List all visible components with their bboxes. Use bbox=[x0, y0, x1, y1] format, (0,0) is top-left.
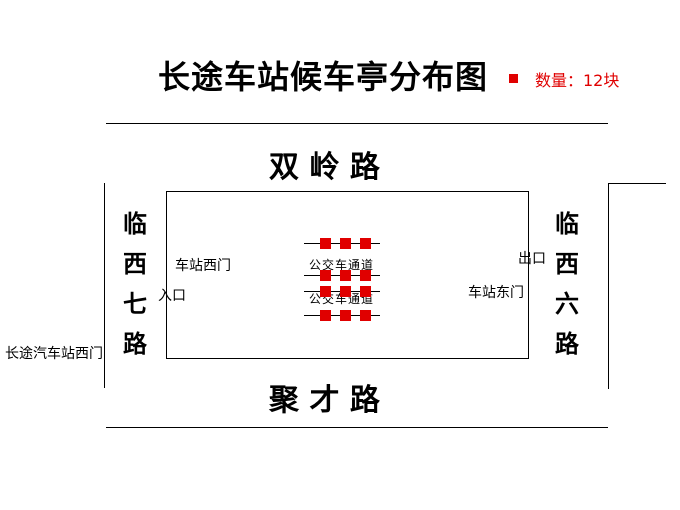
shelter-block bbox=[340, 310, 351, 321]
shelter-block bbox=[320, 310, 331, 321]
east-gate-label: 车站东门 bbox=[468, 285, 524, 301]
shelter-block bbox=[360, 270, 371, 281]
outside-gate-label: 长途汽车站西门 bbox=[5, 346, 103, 362]
bus-lane-label: 公交车通道 bbox=[309, 258, 375, 272]
east-road-name: 临西六路 bbox=[555, 209, 579, 358]
south-road-name: 聚 才 路 bbox=[269, 383, 380, 418]
shelter-block bbox=[340, 238, 351, 249]
shelter-block bbox=[340, 270, 351, 281]
page-title: 长途车站候车亭分布图 bbox=[158, 58, 489, 96]
shelter-block bbox=[320, 286, 331, 297]
legend-swatch bbox=[509, 74, 518, 83]
north-road-line bbox=[106, 123, 608, 124]
shelter-block bbox=[360, 286, 371, 297]
shelter-block bbox=[340, 286, 351, 297]
east-road-corner-line bbox=[608, 183, 666, 184]
entrance-label: 入口 bbox=[158, 288, 186, 304]
north-road-name: 双 岭 路 bbox=[269, 150, 380, 185]
east-road-line bbox=[608, 183, 609, 389]
west-gate-label: 车站西门 bbox=[175, 258, 231, 274]
shelter-block bbox=[360, 310, 371, 321]
station-area bbox=[166, 191, 529, 359]
shelter-block bbox=[360, 238, 371, 249]
exit-label: 出口 bbox=[518, 251, 546, 267]
shelter-block bbox=[320, 270, 331, 281]
west-road-line bbox=[104, 183, 105, 388]
south-road-line bbox=[106, 427, 608, 428]
shelter-block bbox=[320, 238, 331, 249]
west-road-name: 临西七路 bbox=[123, 209, 147, 358]
legend-count: 数量：12块 bbox=[535, 71, 620, 90]
